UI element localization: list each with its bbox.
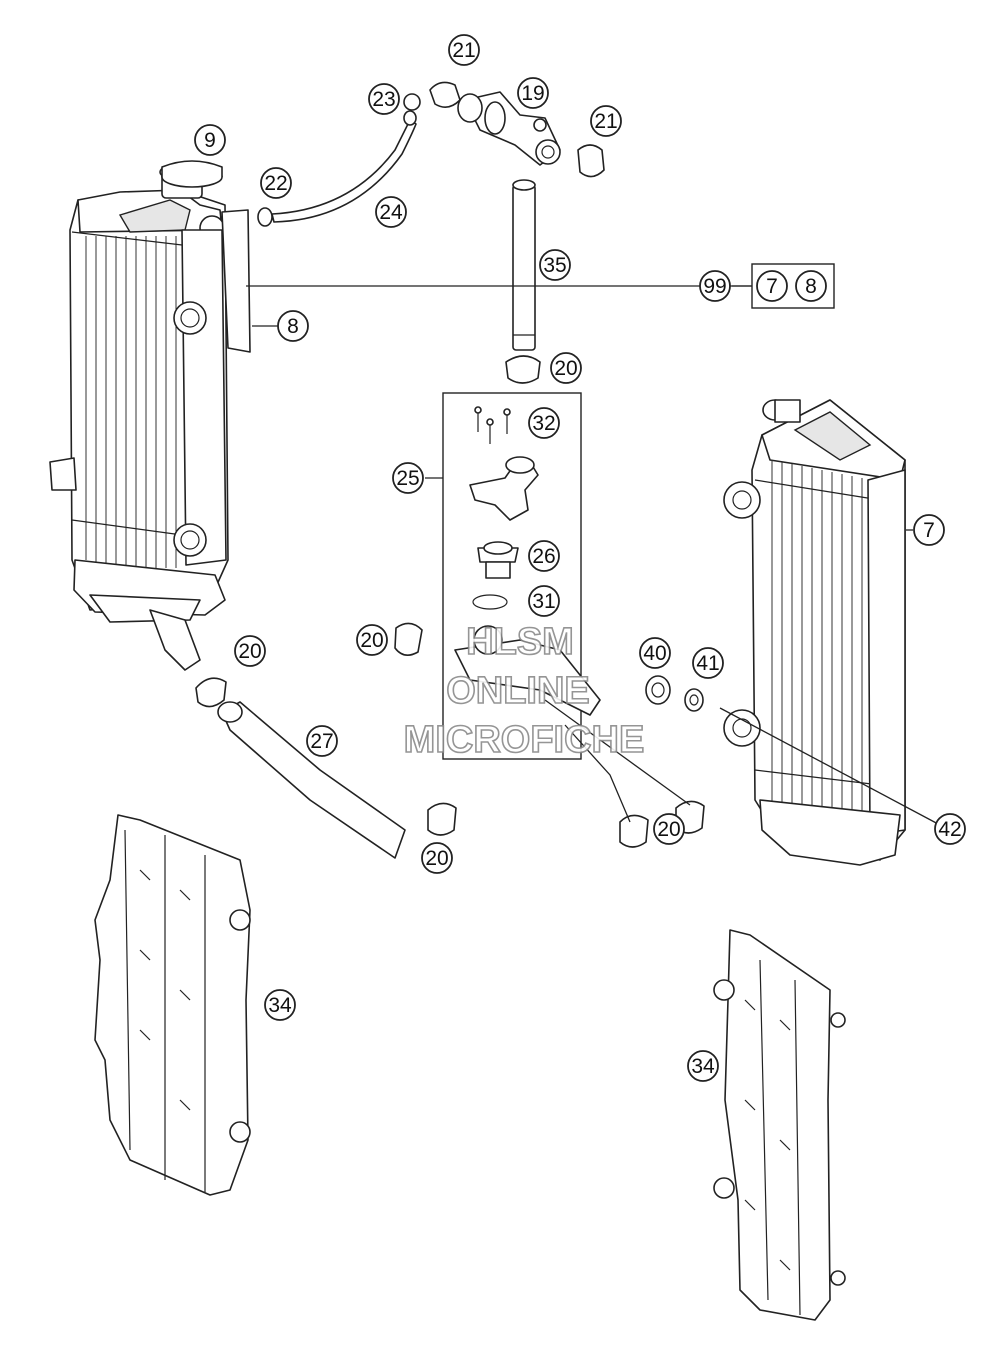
hose-routing-line (544, 699, 691, 823)
svg-text:19: 19 (521, 82, 544, 105)
svg-text:99: 99 (703, 275, 726, 298)
hose-clamp-20-left[interactable] (195, 677, 227, 708)
bolt-axis-line (719, 707, 941, 826)
callout-8-box: 8 (795, 270, 827, 302)
svg-text:20: 20 (657, 818, 680, 841)
svg-text:20: 20 (238, 640, 261, 663)
left-radiator[interactable] (49, 163, 229, 671)
watermark-line-1: HLSM (466, 621, 574, 663)
svg-text:34: 34 (691, 1055, 715, 1078)
callout-27: 27 (306, 725, 338, 757)
svg-text:27: 27 (310, 730, 333, 753)
kit-reference-box (751, 263, 835, 309)
callout-99: 99 (699, 270, 731, 302)
hose-clamp-20-lower[interactable] (427, 802, 457, 836)
radiator-cap[interactable] (161, 160, 223, 188)
svg-text:25: 25 (396, 467, 419, 490)
callout-7-box: 7 (756, 270, 788, 302)
callout-19: 19 (517, 77, 549, 109)
callout-21-right: 21 (590, 105, 622, 137)
callout-26: 26 (528, 540, 560, 572)
callout-40: 40 (639, 637, 671, 669)
watermark: HLSM ONLINE MICROFICHE (403, 620, 645, 762)
grommet-40[interactable] (645, 675, 671, 705)
radiator-shroud-left[interactable] (94, 814, 251, 1196)
callout-8: 8 (277, 310, 309, 342)
thermostat-housing[interactable] (457, 91, 561, 166)
callout-42: 42 (934, 813, 966, 845)
svg-text:42: 42 (938, 818, 961, 841)
svg-text:21: 21 (452, 39, 475, 62)
svg-text:9: 9 (204, 129, 216, 152)
callout-20-pipe: 20 (550, 352, 582, 384)
svg-text:21: 21 (594, 110, 617, 133)
svg-text:8: 8 (805, 275, 817, 298)
thermostat-kit-box (442, 392, 582, 760)
callout-31: 31 (528, 585, 560, 617)
hose-clamp-23[interactable] (403, 93, 421, 126)
svg-text:7: 7 (766, 275, 778, 298)
svg-text:23: 23 (372, 88, 395, 111)
svg-text:7: 7 (923, 519, 935, 542)
callout-35: 35 (539, 249, 571, 281)
watermark-line-2: ONLINE (446, 670, 590, 712)
washer-41[interactable] (684, 688, 704, 712)
lower-hose[interactable] (217, 701, 406, 859)
svg-text:20: 20 (554, 357, 577, 380)
callout-9: 9 (194, 124, 226, 156)
o-ring[interactable] (472, 594, 508, 610)
right-radiator[interactable] (723, 399, 906, 866)
hose-clamp-22[interactable] (257, 207, 273, 227)
hose-clamp-20-right-a[interactable] (619, 814, 649, 848)
watermark-line-3: MICROFICHE (404, 719, 645, 761)
svg-text:24: 24 (379, 201, 403, 224)
callout-20-lower: 20 (421, 842, 453, 874)
leader-lines (246, 285, 913, 531)
radiator-shroud-right[interactable] (713, 929, 846, 1321)
svg-text:22: 22 (264, 172, 287, 195)
callout-7: 7 (913, 514, 945, 546)
callout-25: 25 (392, 462, 424, 494)
callout-20-left: 20 (234, 635, 266, 667)
svg-text:41: 41 (696, 652, 719, 675)
elbow-fitting[interactable] (469, 456, 539, 521)
connecting-pipe[interactable] (512, 179, 536, 351)
svg-text:20: 20 (425, 847, 448, 870)
svg-text:40: 40 (643, 642, 666, 665)
callout-20-right: 20 (653, 813, 685, 845)
callout-21-top: 21 (448, 34, 480, 66)
callout-32: 32 (528, 407, 560, 439)
svg-text:35: 35 (543, 254, 566, 277)
thermostat-cover[interactable] (454, 625, 601, 716)
hose-clamp-21-right[interactable] (577, 144, 605, 178)
callout-41: 41 (692, 647, 724, 679)
svg-text:20: 20 (360, 629, 383, 652)
hose-clamp-20-pipe[interactable] (505, 355, 541, 384)
callout-34-left: 34 (264, 989, 296, 1021)
svg-text:31: 31 (532, 590, 555, 613)
callout-34-right: 34 (687, 1050, 719, 1082)
hose-clamp-21-top[interactable] (429, 81, 461, 108)
callout-20-box-left: 20 (356, 624, 388, 656)
svg-text:8: 8 (287, 315, 299, 338)
svg-text:32: 32 (532, 412, 555, 435)
callout-22: 22 (260, 167, 292, 199)
overflow-hose[interactable] (271, 119, 417, 223)
screws[interactable] (474, 406, 511, 444)
cover-plate (221, 209, 251, 353)
svg-text:34: 34 (268, 994, 292, 1017)
callout-24: 24 (375, 196, 407, 228)
callout-23: 23 (368, 83, 400, 115)
hose-clamp-20-box-left[interactable] (394, 622, 423, 656)
thermostat[interactable] (477, 541, 519, 579)
svg-text:26: 26 (532, 545, 555, 568)
